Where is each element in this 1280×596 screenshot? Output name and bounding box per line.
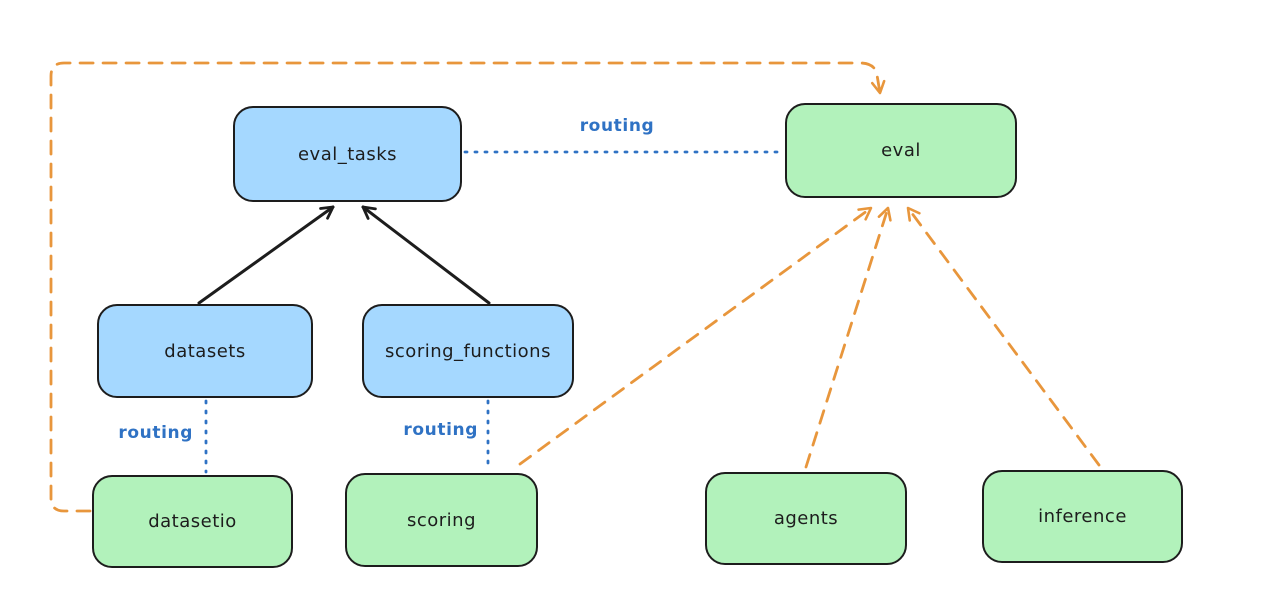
edge-datasetio-eval xyxy=(49,61,886,513)
node-eval-tasks: eval_tasks xyxy=(233,106,462,202)
node-eval-label: eval xyxy=(881,140,921,161)
routing-label-scoring-functions-scoring: routing xyxy=(403,420,478,440)
node-inference: inference xyxy=(982,470,1183,563)
node-agents: agents xyxy=(705,472,907,565)
edge-scoring_functions-eval_tasks xyxy=(361,205,491,305)
node-eval-tasks-label: eval_tasks xyxy=(297,143,398,165)
node-scoring: scoring xyxy=(345,473,538,567)
edge-scoring-eval xyxy=(518,206,873,466)
node-datasetio: datasetio xyxy=(92,475,293,568)
node-datasets: datasets xyxy=(97,304,313,398)
node-agents-label: agents xyxy=(773,508,839,529)
node-datasetio-label: datasetio xyxy=(148,511,237,532)
routing-label-eval-tasks-eval: routing xyxy=(579,116,655,136)
node-datasets-label: datasets xyxy=(164,340,246,362)
node-eval: eval xyxy=(785,103,1017,198)
routing-label-datasets-datasetio: routing xyxy=(118,423,193,443)
edge-agents-eval xyxy=(804,206,892,469)
node-inference-label: inference xyxy=(1038,506,1127,527)
node-scoring-label: scoring xyxy=(406,509,477,531)
node-scoring-functions-label: scoring_functions xyxy=(385,340,551,362)
node-scoring-functions: scoring_functions xyxy=(362,304,574,398)
edge-inference-eval xyxy=(906,206,1101,467)
edge-datasets-eval_tasks xyxy=(197,205,335,305)
